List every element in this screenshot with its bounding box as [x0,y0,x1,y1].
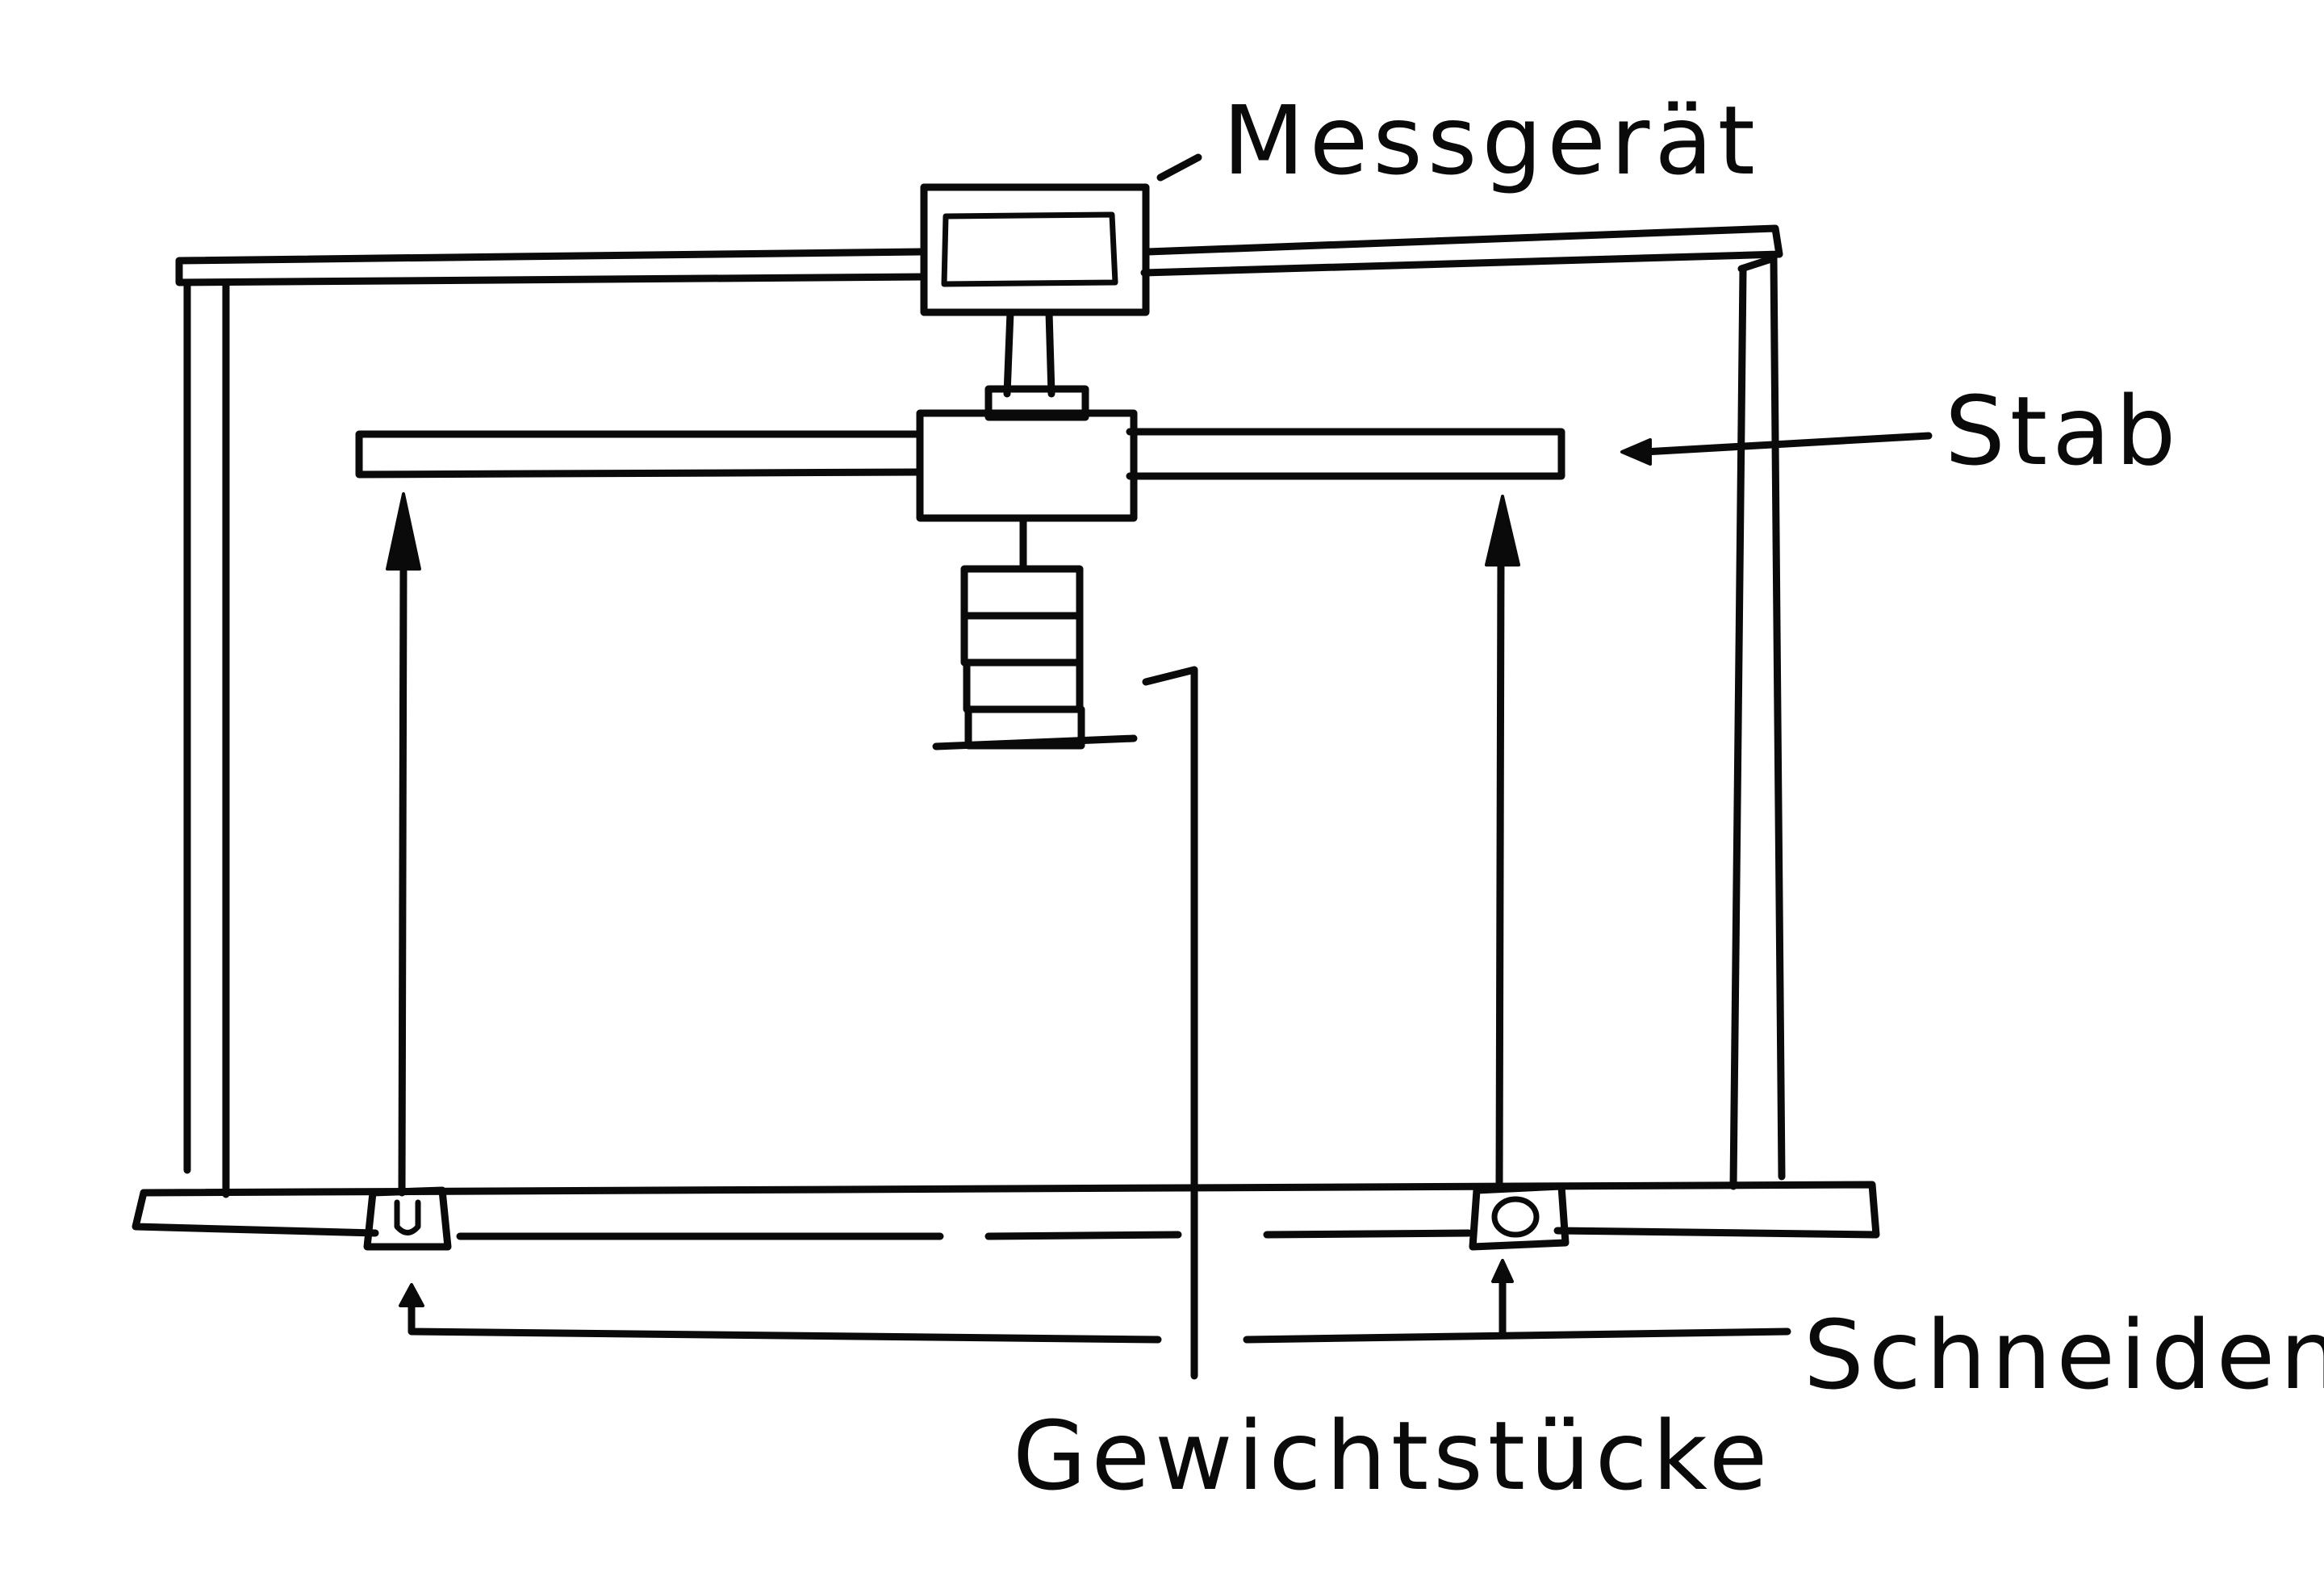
measuring-device [920,183,1150,421]
frame-right-post [1729,254,1786,1190]
left-support-arrow [386,492,421,1197]
right-knife-edge [1469,1182,1570,1251]
messgeraet-label: Messgerät [1223,85,1760,196]
gewichtstuecke-label: Gewichtstücke [1013,1400,1772,1511]
left-knife-edge [363,1186,452,1251]
base-plate [132,1181,1880,1240]
weights-stack [932,514,1138,750]
schneiden-label: Schneiden [1804,1299,2324,1411]
bar [355,409,1565,522]
stab-label: Stab [1945,375,2180,487]
schneiden-leader [399,1259,1791,1344]
messgeraet-leader [1156,153,1202,182]
stab-leader [1620,432,1933,466]
right-support-arrow [1485,495,1520,1186]
frame-top-beam [175,224,1783,286]
frame-left-post [183,278,230,1198]
gewichtstuecke-leader [1142,666,1198,1380]
